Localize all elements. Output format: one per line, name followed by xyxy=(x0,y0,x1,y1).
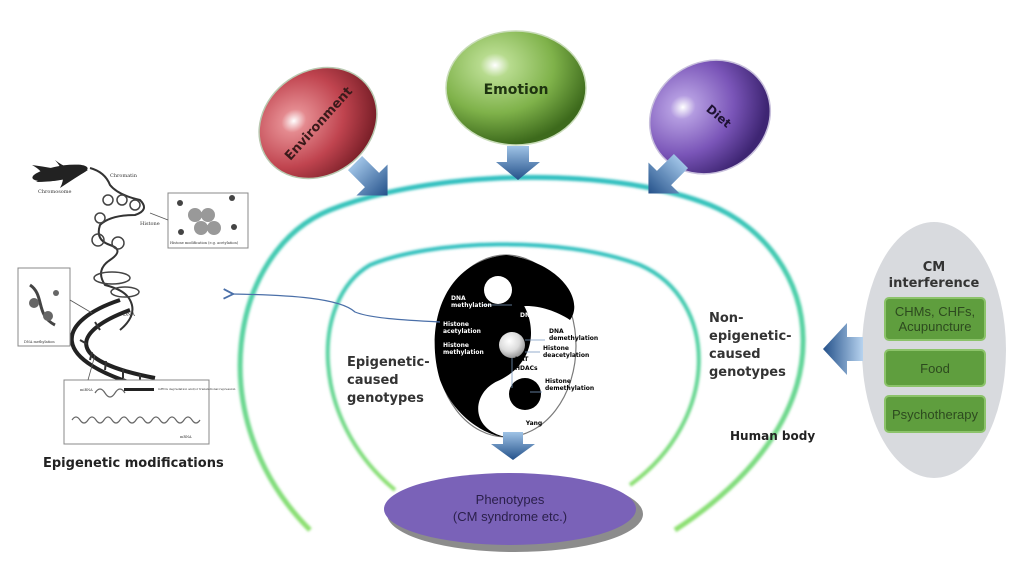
epigenetic-modifications-caption: Epigenetic modifications xyxy=(43,456,224,471)
histone-acetylation-label-1: Histone xyxy=(443,321,469,328)
dna-demethylation-label-1: DNA xyxy=(549,328,564,335)
chromosome-label: Chromosome xyxy=(38,189,72,195)
histone-modification-label: Histone modification (e.g. acetylation) xyxy=(170,241,239,245)
phenotypes-sublabel: (CM syndrome etc.) xyxy=(453,509,567,524)
yin-yang-symbol: Yin Yang DNA methylation Histone acetyla… xyxy=(434,254,598,438)
cm-item-label: Psychotherapy xyxy=(892,406,978,422)
epigenetic-label-line-2: caused xyxy=(347,373,399,388)
cm-item-line: Acupuncture xyxy=(898,319,972,334)
epigenetic-label-line-1: Epigenetic- xyxy=(347,355,430,370)
dna-methylation-label-1: DNA xyxy=(451,295,466,302)
human-body-label: Human body xyxy=(730,429,815,443)
histone-demethylation-label-1: Histone xyxy=(545,378,571,385)
mirna-label: miRNA xyxy=(80,388,93,392)
arrow-diet-icon xyxy=(648,153,689,194)
cm-item-psychotherapy: Psychotherapy xyxy=(884,395,986,433)
histone-demethylation-label-2: demethylation xyxy=(545,385,594,392)
arrow-cm-to-body-icon xyxy=(823,323,863,375)
yang-label: Yang xyxy=(525,420,542,427)
dnmts-label: DNMTs xyxy=(520,312,543,319)
dna-demethylation-label-2: demethylation xyxy=(549,335,598,342)
non-epigenetic-genotypes-label: Non- epigenetic- caused genotypes xyxy=(709,311,792,380)
non-epigenetic-label-line-1: Non- xyxy=(709,311,743,326)
histone-deacetylation-label-2: deacetylation xyxy=(543,352,589,359)
histone-acetylation-label-2: acetylation xyxy=(443,328,481,335)
non-epigenetic-label-line-4: genotypes xyxy=(709,365,786,380)
hdacs-label: HDACs xyxy=(515,365,538,372)
cm-item-chms-chfs-acupuncture: CHMs, CHFs, Acupuncture xyxy=(884,297,986,341)
outer-arc-human-body xyxy=(237,174,806,533)
hat-label: HAT xyxy=(515,356,529,363)
mrna-label: mRNA xyxy=(180,435,192,439)
dna-label: DNA xyxy=(123,312,135,318)
factor-environment: Environment xyxy=(258,66,378,180)
cm-title-line-2: interference xyxy=(889,276,980,291)
histone-methylation-label-2: methylation xyxy=(443,349,484,356)
dna-methylation-box xyxy=(17,267,71,347)
arrow-environment-icon xyxy=(347,155,388,196)
epigenetic-label-line-3: genotypes xyxy=(347,391,424,406)
histone-methylation-label-1: Histone xyxy=(443,342,469,349)
factor-diet: Diet xyxy=(648,59,772,175)
phenotypes-label: Phenotypes xyxy=(476,492,545,507)
yin-label: Yin xyxy=(489,278,501,285)
histone-label: Histone xyxy=(140,221,160,227)
phenotypes-ellipse: Phenotypes (CM syndrome etc.) xyxy=(384,473,643,552)
cm-item-label: Food xyxy=(920,360,950,376)
cm-item-line: CHMs, CHFs, xyxy=(894,304,976,319)
cm-title-line-1: CM xyxy=(923,260,945,275)
arrow-emotion-icon xyxy=(496,146,540,180)
epigenetic-genotypes-label: Epigenetic- caused genotypes xyxy=(347,355,430,406)
dna-methylation-label-2: methylation xyxy=(451,302,492,309)
dna-methylation-box-label: DNA methylation xyxy=(24,340,55,344)
chromosome-icon xyxy=(32,160,88,188)
inner-arc-genotypes xyxy=(325,242,701,492)
chromatin-label: Chromatin xyxy=(110,173,138,179)
histone-deacetylation-label-1: Histone xyxy=(543,345,569,352)
epigenetic-panel: Chromosome Chromatin Histone Histone mod… xyxy=(17,160,249,445)
factor-emotion: Emotion xyxy=(445,30,587,146)
arrow-to-phenotypes-icon xyxy=(491,432,535,460)
mrna-degradation-label: mRNA degradation and/or translational re… xyxy=(158,387,236,391)
non-epigenetic-label-line-3: caused xyxy=(709,347,761,362)
cm-item-food: Food xyxy=(884,349,986,387)
non-epigenetic-label-line-2: epigenetic- xyxy=(709,329,792,344)
hmt-label: HMT xyxy=(493,361,509,368)
factor-emotion-label: Emotion xyxy=(484,82,549,98)
link-arrow-to-epigenetics xyxy=(232,294,441,323)
